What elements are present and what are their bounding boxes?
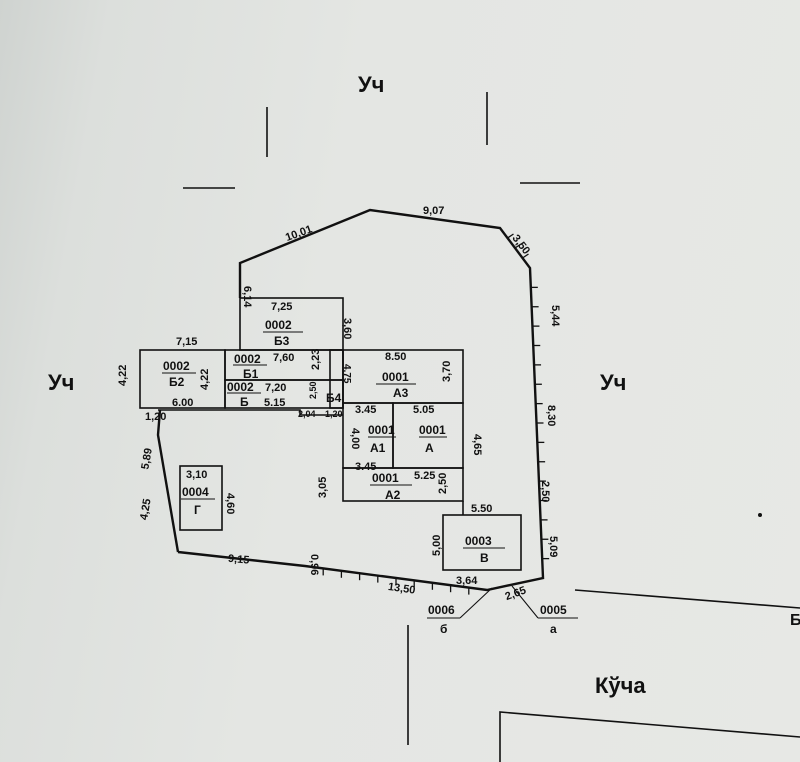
- room-a-code: 0001: [419, 423, 446, 437]
- street-line-upper: [574, 589, 800, 609]
- room-a-dim-right: 4,65: [471, 434, 483, 455]
- room-v-outline: [442, 514, 522, 571]
- room-b3-code: 0002: [265, 318, 292, 332]
- room-a2-dim-left: 3,05: [317, 477, 329, 498]
- neighbor-top-label: Уч: [358, 72, 384, 97]
- room-b-letter: Б: [240, 395, 249, 409]
- room-a2-dim-top: 3.45: [355, 461, 376, 473]
- room-b1-code: 0002: [234, 352, 261, 366]
- dim-front-c: 13,50: [387, 581, 416, 597]
- room-g-dim-right: 4,60: [224, 493, 236, 514]
- room-a1-dim-left: 4,00: [349, 428, 361, 449]
- dim-left-c: 1,20: [145, 411, 166, 423]
- dim-left-top: 6,14: [241, 286, 253, 308]
- dim-right-b: 8,30: [545, 405, 557, 426]
- dim-top-right: 9,07: [423, 205, 444, 217]
- marker-b-letter: б: [440, 622, 447, 636]
- marker-a-letter: а: [550, 622, 557, 636]
- room-a2-dim-top2: 5.25: [414, 470, 435, 482]
- plot-boundary-left: [156, 409, 180, 553]
- dim-bottom: 9,15: [228, 553, 250, 567]
- room-b1-dim-top: 7,60: [273, 352, 294, 364]
- dot-mark: [758, 513, 762, 517]
- edge-letter: Б: [790, 612, 800, 629]
- room-a2-code: 0001: [372, 471, 399, 485]
- dim-front-b: 3,64: [456, 575, 478, 587]
- room-a1-letter: А1: [370, 441, 386, 455]
- dim-right-a: 5,44: [549, 305, 561, 327]
- street-line-lower: [499, 711, 800, 762]
- dim-left-a: 4,25: [138, 498, 154, 521]
- room-a1-code: 0001: [368, 423, 395, 437]
- room-a-dim-top: 5.05: [413, 404, 434, 416]
- room-b-code: 0002: [227, 380, 254, 394]
- room-v-letter: В: [480, 551, 489, 565]
- yard-line: [158, 409, 343, 416]
- room-b1-dim-right: 2,23: [310, 349, 322, 370]
- room-b-dim-right: 2,50: [308, 381, 318, 399]
- marker-b-code: 0006: [428, 603, 455, 617]
- room-a3-code: 0001: [382, 370, 409, 384]
- marker-leaders: [427, 585, 578, 619]
- room-v-dim-left: 5,00: [431, 535, 443, 556]
- room-a3-dim-top: 8.50: [385, 351, 406, 363]
- room-b2-dim-bottom: 6.00: [172, 397, 193, 409]
- room-a2-letter: А2: [385, 488, 401, 502]
- hatch-tick: [507, 233, 514, 239]
- neighbor-left-label: Уч: [48, 370, 74, 395]
- dim-b2-top: 7,15: [176, 336, 197, 348]
- room-b1-dim-left: 4,22: [199, 369, 211, 390]
- dim-right-c: 2,50: [539, 481, 551, 502]
- room-b2-code: 0002: [163, 359, 190, 373]
- room-g-outline: [179, 465, 223, 531]
- room-b-dim-step: 2,04: [298, 409, 316, 419]
- room-a2-outline: [342, 467, 464, 502]
- room-b2-dim-left: 4,22: [117, 365, 129, 386]
- room-v-dim-top: 5.50: [471, 503, 492, 515]
- room-v-code: 0003: [465, 534, 492, 548]
- room-b4-letter: Б4: [326, 391, 342, 405]
- boundary-hatching: [322, 233, 550, 595]
- room-a3-letter: А3: [393, 386, 409, 400]
- room-g-letter: Г: [194, 503, 201, 517]
- dim-front-d: 0,96: [308, 554, 320, 575]
- room-a-letter: А: [425, 441, 434, 455]
- room-b-dim-top: 7,20: [265, 382, 286, 394]
- neighbor-right-label: Уч: [600, 370, 626, 395]
- room-b4-dim: 4,75: [341, 364, 352, 384]
- room-b3-dim-top: 7,25: [271, 301, 292, 313]
- room-a3-dim-right: 3,70: [441, 361, 453, 382]
- hatch-tick: [522, 253, 529, 259]
- street-label: Кўча: [595, 673, 646, 698]
- dim-top-left: 10,01: [284, 223, 314, 244]
- room-a2-dim-right: 2,50: [437, 473, 449, 494]
- room-b-dim-bottom: 5.15: [264, 397, 285, 409]
- dim-right-d: 5,09: [547, 536, 559, 557]
- code-underlines: [162, 331, 505, 549]
- room-b3-dim-right: 3,60: [341, 318, 353, 339]
- room-b-dim-step2: 1,20: [325, 409, 343, 419]
- room-b1-letter: Б1: [243, 367, 259, 381]
- room-g-code: 0004: [182, 485, 209, 499]
- room-b2-letter: Б2: [169, 375, 185, 389]
- marker-a-code: 0005: [540, 603, 567, 617]
- hatch-tick: [514, 243, 522, 249]
- plot-boundary: [177, 208, 545, 592]
- room-a1-dim-top: 3.45: [355, 404, 376, 416]
- room-b3-letter: Б3: [274, 334, 290, 348]
- dim-left-b: 5,89: [139, 447, 155, 470]
- room-g-dim-top: 3,10: [186, 469, 207, 481]
